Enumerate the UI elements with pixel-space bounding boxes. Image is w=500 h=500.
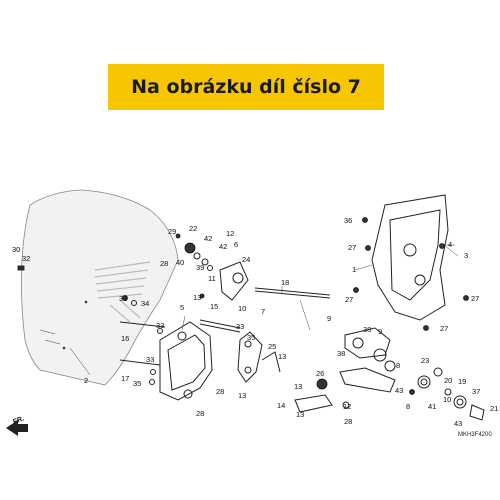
callout-13: 13 bbox=[296, 410, 304, 419]
callout-9: 9 bbox=[378, 327, 382, 336]
windscreen-part bbox=[21, 189, 179, 386]
callout-18: 18 bbox=[281, 278, 289, 287]
callout-17: 17 bbox=[121, 374, 129, 383]
callout-33: 33 bbox=[156, 321, 164, 330]
callout-36: 36 bbox=[344, 216, 352, 225]
callout-26: 26 bbox=[316, 369, 324, 378]
callout-28: 28 bbox=[196, 409, 204, 418]
callout-35: 35 bbox=[133, 379, 141, 388]
callout-10: 10 bbox=[238, 304, 246, 313]
callout-5: 5 bbox=[180, 303, 184, 312]
callout-35: 35 bbox=[247, 333, 255, 342]
callout-27: 27 bbox=[345, 295, 353, 304]
gear-assembly bbox=[409, 367, 485, 421]
callout-41: 41 bbox=[428, 402, 436, 411]
front-direction-label: FR. bbox=[12, 415, 25, 425]
callout-30: 30 bbox=[12, 245, 20, 254]
callout-27: 27 bbox=[440, 324, 448, 333]
callout-28: 28 bbox=[344, 417, 352, 426]
callout-22: 22 bbox=[189, 224, 197, 233]
arm-part-9 bbox=[339, 327, 396, 393]
left-fasteners bbox=[17, 265, 166, 385]
callout-19: 19 bbox=[458, 377, 466, 386]
front-direction-indicator: FR. bbox=[6, 415, 28, 436]
callout-33: 33 bbox=[146, 355, 154, 364]
callout-38: 38 bbox=[337, 349, 345, 358]
callout-28: 28 bbox=[216, 387, 224, 396]
bracket-part-5 bbox=[159, 321, 213, 401]
callout-37: 37 bbox=[472, 387, 480, 396]
callout-29: 29 bbox=[168, 227, 176, 236]
callout-38: 38 bbox=[363, 325, 371, 334]
callout-12-alt: 12 bbox=[226, 229, 234, 238]
leader-lines bbox=[69, 244, 459, 376]
callout-43: 43 bbox=[395, 386, 403, 395]
callout-20: 20 bbox=[444, 376, 452, 385]
lower-link-assembly bbox=[294, 378, 350, 413]
link-part-7 bbox=[237, 331, 281, 383]
callout-27: 27 bbox=[348, 243, 356, 252]
part-number-banner: Na obrázku díl číslo 7 bbox=[108, 64, 384, 110]
banner-text: Na obrázku díl číslo 7 bbox=[131, 76, 361, 98]
callout-23: 23 bbox=[421, 356, 429, 365]
callout-39: 39 bbox=[196, 263, 204, 272]
callout-12: 12 bbox=[343, 402, 351, 411]
callout-21: 21 bbox=[490, 404, 498, 413]
callout-32: 32 bbox=[22, 254, 30, 263]
callout-4: 4 bbox=[448, 240, 452, 249]
callout-24: 24 bbox=[242, 255, 250, 264]
rod-part-18 bbox=[254, 287, 331, 296]
callout-2: 2 bbox=[84, 376, 88, 385]
callout-33: 33 bbox=[236, 322, 244, 331]
rod-part-15 bbox=[199, 319, 241, 329]
callout-3: 3 bbox=[464, 251, 468, 260]
callout-labels: 30 32 2 31 34 33 16 33 17 35 5 28 29 40 … bbox=[12, 216, 498, 428]
callout-28-alt: 28 bbox=[160, 259, 168, 268]
upper-link-assembly bbox=[175, 233, 249, 301]
callout-43: 43 bbox=[454, 419, 462, 428]
callout-13: 13 bbox=[193, 293, 201, 302]
callout-13: 13 bbox=[294, 382, 302, 391]
callout-8: 8 bbox=[396, 361, 400, 370]
callout-16: 16 bbox=[121, 334, 129, 343]
callout-25: 25 bbox=[268, 342, 276, 351]
callout-42: 42 bbox=[204, 234, 212, 243]
callout-6: 6 bbox=[234, 240, 238, 249]
callout-15: 15 bbox=[210, 302, 218, 311]
callout-34: 34 bbox=[141, 299, 149, 308]
drawing-code: MKH3F4200 bbox=[458, 432, 492, 438]
callout-9: 9 bbox=[327, 314, 331, 323]
callout-10: 10 bbox=[443, 395, 451, 404]
callout-11: 11 bbox=[208, 274, 216, 283]
callout-14: 14 bbox=[277, 401, 285, 410]
callout-13: 13 bbox=[278, 352, 286, 361]
callout-27: 27 bbox=[471, 294, 479, 303]
callout-8: 8 bbox=[406, 402, 410, 411]
callout-7: 7 bbox=[261, 307, 265, 316]
callout-13: 13 bbox=[238, 391, 246, 400]
callout-1: 1 bbox=[352, 265, 356, 274]
bracket-part-1 bbox=[353, 194, 469, 331]
callout-42: 42 bbox=[219, 242, 227, 251]
callout-40: 40 bbox=[176, 258, 184, 267]
callout-31: 31 bbox=[119, 294, 127, 303]
